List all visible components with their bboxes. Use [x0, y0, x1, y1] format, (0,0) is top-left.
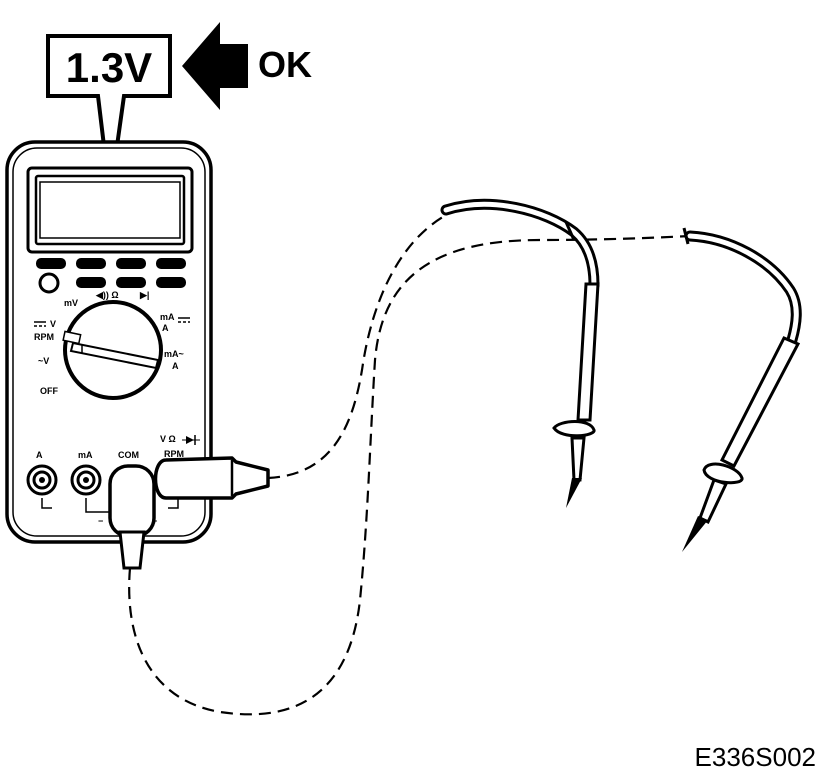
dial-label-diode: ▶|	[139, 290, 149, 300]
probe-plug-v	[153, 456, 270, 500]
meter-buttons	[36, 258, 186, 294]
arrow-left-icon	[182, 22, 248, 110]
jack-label-minus: −	[98, 516, 103, 526]
jack-label-a: A	[36, 450, 43, 460]
dial-label-acma: mA~	[164, 349, 184, 359]
dial-label-acv: ~V	[38, 356, 49, 366]
jack-ma	[70, 464, 102, 496]
reading-value: 1.3V	[66, 44, 152, 91]
dial-label-aca: A	[172, 361, 179, 371]
rotary-dial	[62, 300, 163, 400]
power-button	[38, 272, 60, 294]
figure-code: E336S002	[695, 742, 816, 772]
red-lead-wire	[267, 213, 449, 480]
dial-label-dcv: V	[50, 319, 56, 329]
black-lead-wire	[128, 234, 691, 716]
jack-label-rpm: RPM	[164, 449, 184, 459]
probe-plug-com	[108, 464, 156, 570]
meter-display	[26, 166, 194, 254]
dc-symbol-right-icon	[178, 317, 190, 323]
dc-symbol-left-icon	[34, 321, 46, 327]
reading-callout: 1.3V	[46, 34, 172, 197]
dial-label-dcma: mA	[160, 312, 175, 322]
dial-label-rpm: RPM	[34, 332, 54, 342]
dial-label-off: OFF	[40, 386, 58, 396]
dial-label-dca: A	[162, 323, 169, 333]
dial-label-mv: mV	[64, 298, 78, 308]
verdict-label: OK	[258, 44, 312, 85]
diode-symbol-icon	[182, 435, 200, 445]
jack-a	[26, 464, 58, 496]
jack-label-ma: mA	[78, 450, 93, 460]
jack-brackets	[41, 498, 179, 513]
test-probe-1	[440, 198, 600, 508]
dial-label-continuity: ◀)) Ω	[95, 290, 119, 300]
jack-label-v: V Ω	[160, 434, 176, 444]
jack-label-com: COM	[118, 450, 139, 460]
test-probe-2	[682, 227, 802, 552]
